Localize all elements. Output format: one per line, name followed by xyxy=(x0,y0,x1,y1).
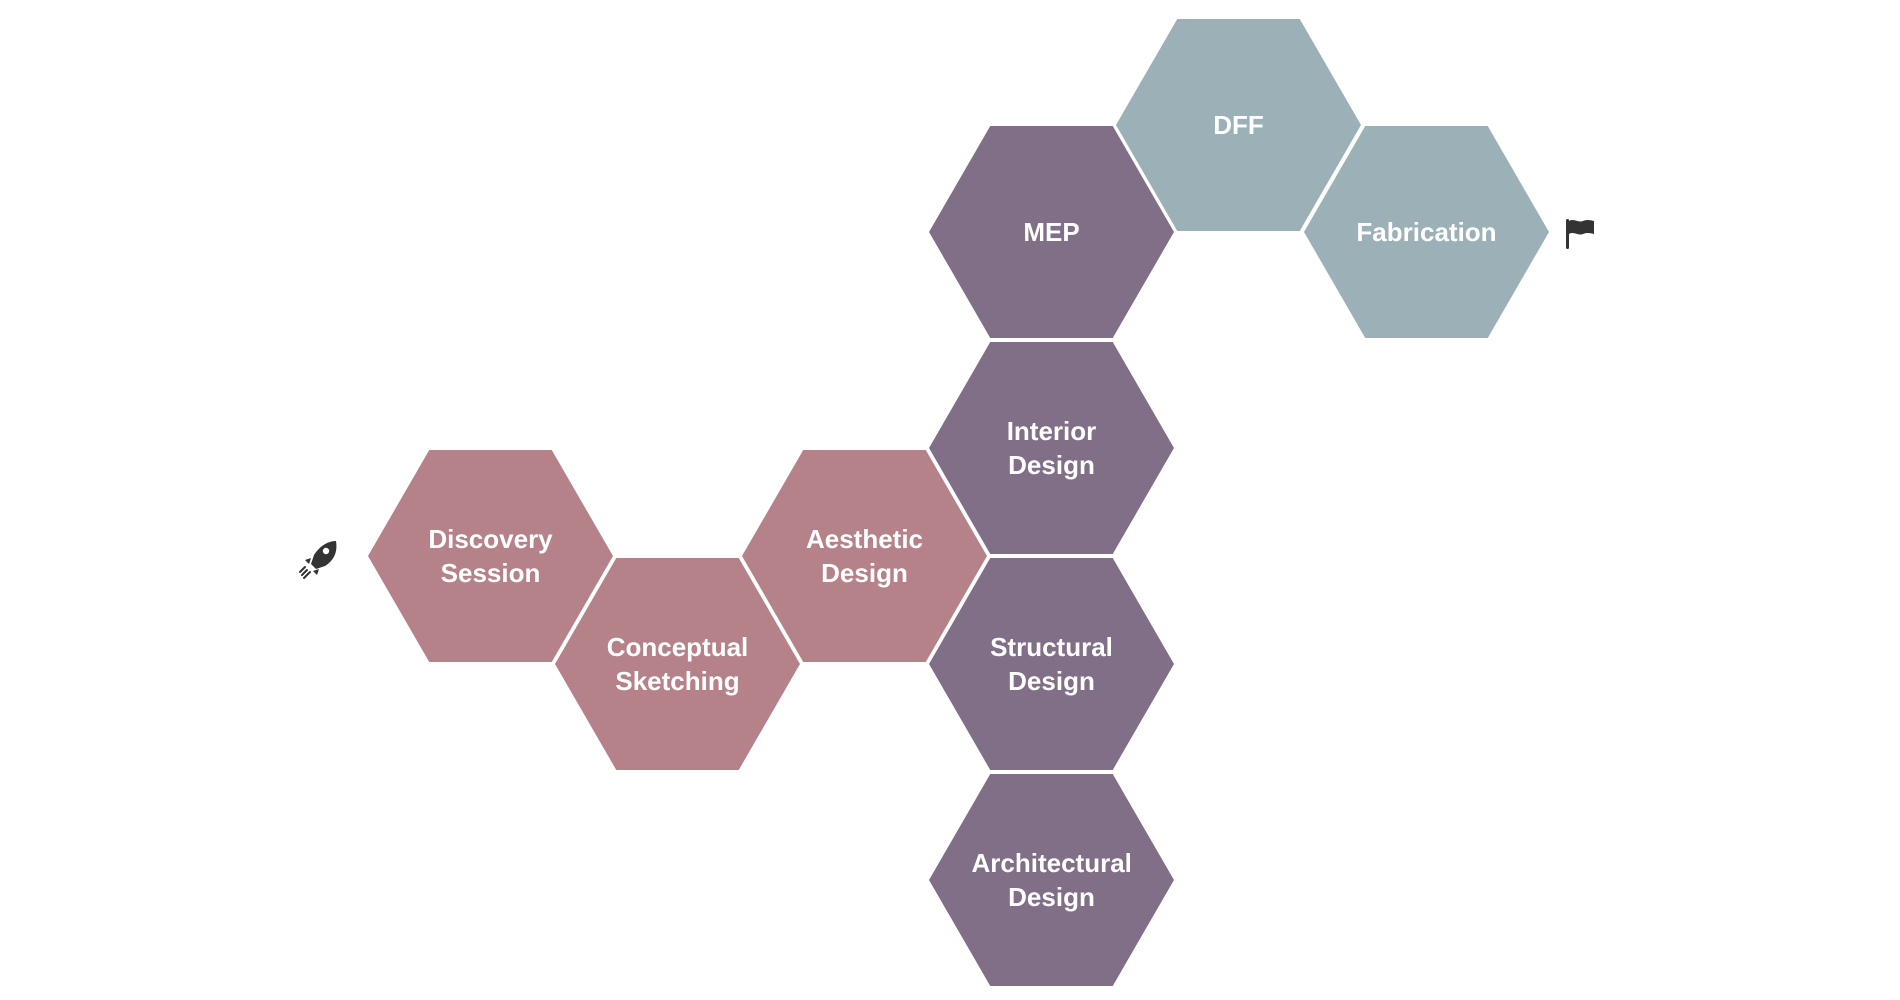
flag-icon xyxy=(1562,215,1598,251)
interior-design-label: Interior Design xyxy=(1006,416,1097,480)
architectural-design-label: Architectural Design xyxy=(971,848,1132,912)
structural-design-label: Structural Design xyxy=(990,632,1113,696)
aesthetic-design-label: Aesthetic Design xyxy=(805,524,924,588)
discovery-session-label: Discovery Session xyxy=(428,524,553,588)
fabrication-label: Fabrication xyxy=(1356,217,1497,247)
hex-architectural-design: Architectural Design xyxy=(929,774,1174,986)
rocket-icon xyxy=(297,536,341,580)
conceptual-sketching-label: Conceptual Sketching xyxy=(606,632,749,696)
hex-dff: DFF xyxy=(1116,19,1361,231)
hex-fabrication: Fabrication xyxy=(1304,126,1549,338)
mep-label: MEP xyxy=(1023,217,1080,247)
dff-label: DFF xyxy=(1213,110,1264,140)
